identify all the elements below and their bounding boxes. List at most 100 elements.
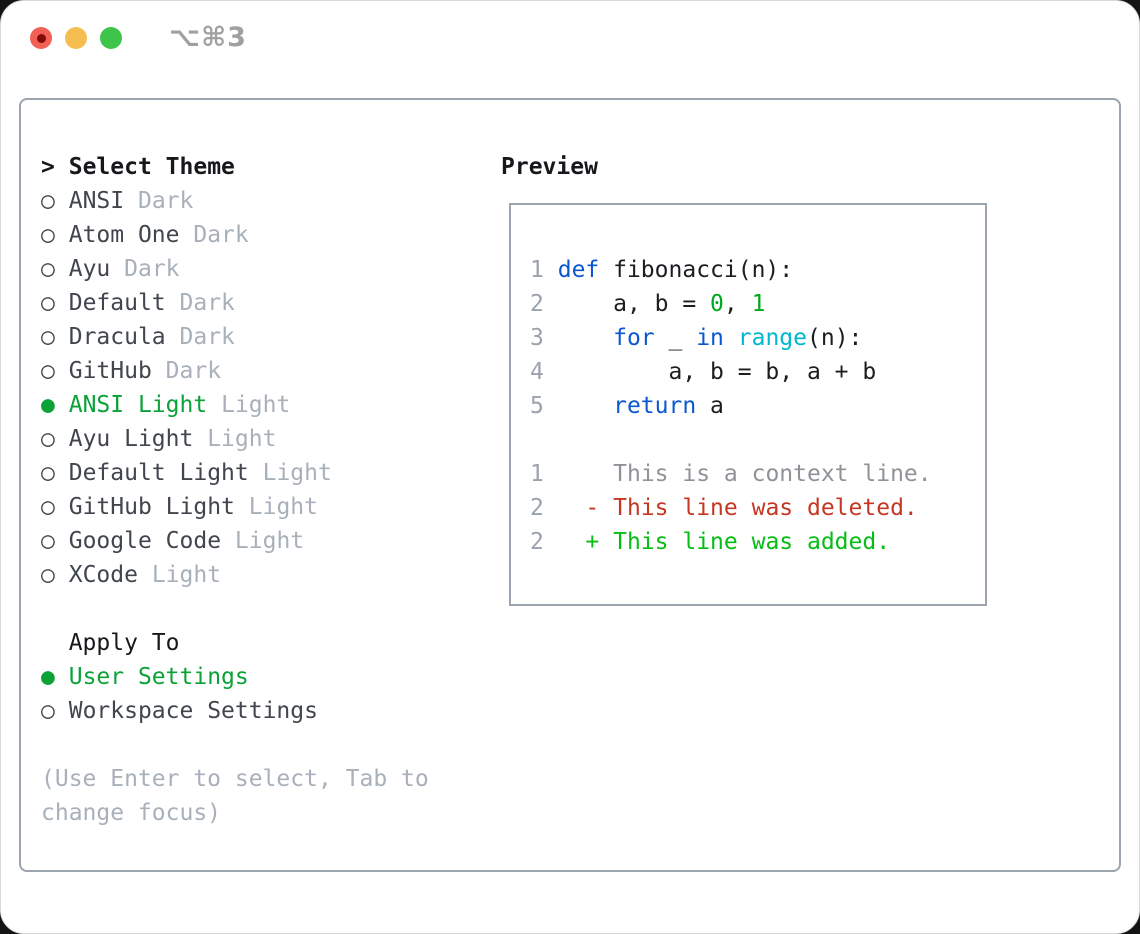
help-line-2: change focus) [41, 800, 222, 826]
line-number: 2 [530, 291, 544, 317]
theme-variant-tag: Dark [124, 256, 180, 282]
titlebar: ⌥⌘3 [1, 1, 1139, 98]
apply-to-header-label: Apply To [68, 630, 180, 656]
apply-option-user-settings[interactable]: ● User Settings [41, 660, 491, 694]
radio-unselected-icon: ○ [41, 256, 55, 282]
token-keyword: return [613, 393, 697, 419]
code-text: a, b = b, a + b [557, 359, 877, 385]
theme-name: Ayu Light [68, 426, 194, 452]
radio-unselected-icon: ○ [41, 562, 55, 588]
help-text: (Use Enter to select, Tab to change focu… [41, 762, 491, 830]
diff-marker-icon [585, 461, 599, 487]
theme-option-ayu-light[interactable]: ○ Ayu Light Light [41, 422, 491, 456]
theme-name: Ayu [68, 256, 111, 282]
cursor-icon: > [41, 154, 55, 180]
theme-variant-tag: Dark [193, 222, 249, 248]
line-number: 2 [530, 529, 544, 555]
line-number: 5 [530, 393, 544, 419]
close-dot-icon [36, 33, 46, 43]
theme-variant-tag: Light [221, 392, 291, 418]
token-plain: a, b = [557, 291, 711, 317]
token-number: 0 [710, 291, 724, 317]
radio-unselected-icon: ○ [41, 324, 55, 350]
line-number: 1 [530, 461, 544, 487]
diff-marker-icon: + [585, 529, 600, 555]
token-keyword: for [613, 325, 655, 351]
minimize-button[interactable] [65, 27, 87, 49]
diff-line-deleted: 2 - This line was deleted. [530, 491, 985, 525]
theme-name: Default Light [68, 460, 249, 486]
theme-name: ANSI [68, 188, 125, 214]
window-title: ⌥⌘3 [169, 22, 247, 53]
code-line-5: 5 return a [530, 389, 985, 423]
theme-option-github[interactable]: ○ GitHub Dark [41, 354, 491, 388]
radio-unselected-icon: ○ [41, 358, 55, 384]
theme-variant-tag: Dark [165, 358, 222, 384]
theme-variant-tag: Light [151, 562, 222, 588]
line-number: 2 [530, 495, 544, 521]
code-text: def fibonacci(n): [558, 257, 793, 283]
theme-variant-tag: Dark [179, 324, 235, 350]
theme-variant-tag: Dark [137, 188, 194, 214]
theme-list: ○ ANSI Dark○ Atom One Dark○ Ayu Dark○ De… [41, 184, 491, 592]
token-plain: a [696, 393, 724, 419]
radio-unselected-icon: ○ [41, 460, 55, 486]
apply-option-name: User Settings [68, 664, 249, 690]
radio-selected-icon: ● [41, 392, 55, 418]
theme-option-default-light[interactable]: ○ Default Light Light [41, 456, 491, 490]
spacer [41, 728, 491, 762]
theme-option-xcode[interactable]: ○ XCode Light [41, 558, 491, 592]
radio-unselected-icon: ○ [41, 528, 55, 554]
radio-selected-icon: ● [41, 664, 55, 690]
theme-picker-panel: > Select Theme ○ ANSI Dark○ Atom One Dar… [19, 98, 1121, 872]
theme-variant-tag: Light [248, 494, 318, 520]
theme-name: Atom One [68, 222, 180, 248]
close-button[interactable] [30, 27, 52, 49]
token-plain: fibonacci(n): [599, 257, 794, 283]
theme-option-dracula[interactable]: ○ Dracula Dark [41, 320, 491, 354]
select-theme-header-label: Select Theme [68, 154, 235, 180]
theme-picker-left-column: > Select Theme ○ ANSI Dark○ Atom One Dar… [41, 150, 491, 830]
theme-name: Google Code [68, 528, 222, 554]
radio-unselected-icon: ○ [41, 222, 55, 248]
theme-name: XCode [68, 562, 138, 588]
theme-option-ayu[interactable]: ○ Ayu Dark [41, 252, 491, 286]
theme-name: GitHub [68, 358, 152, 384]
theme-name: Dracula [68, 324, 166, 350]
code-text: for _ in range(n): [558, 325, 863, 351]
theme-option-google-code[interactable]: ○ Google Code Light [41, 524, 491, 558]
select-theme-header: > Select Theme [41, 150, 491, 184]
help-line-1: (Use Enter to select, Tab to [41, 766, 429, 792]
radio-unselected-icon: ○ [41, 426, 55, 452]
theme-name: Default [68, 290, 166, 316]
theme-option-ansi-light[interactable]: ● ANSI Light Light [41, 388, 491, 422]
theme-variant-tag: Light [262, 460, 332, 486]
apply-option-name: Workspace Settings [68, 698, 318, 724]
theme-option-atom-one[interactable]: ○ Atom One Dark [41, 218, 491, 252]
diff-line-context: 1 This is a context line. [530, 457, 985, 491]
token-plain: (n): [807, 325, 863, 351]
spacer [41, 592, 491, 626]
theme-variant-tag: Light [234, 528, 305, 554]
code-text: return a [558, 393, 724, 419]
line-number: 1 [530, 257, 544, 283]
token-plain: a, b = b, a + b [557, 359, 877, 385]
token-keyword: def [557, 257, 600, 283]
theme-variant-tag: Dark [179, 290, 235, 316]
theme-option-default[interactable]: ○ Default Dark [41, 286, 491, 320]
theme-name: ANSI Light [68, 392, 208, 418]
code-line-4: 4 a, b = b, a + b [530, 355, 985, 389]
token-plain [558, 393, 613, 419]
token-builtin: range [737, 325, 808, 351]
radio-unselected-icon: ○ [41, 698, 55, 724]
token-plain: , [723, 291, 752, 317]
radio-unselected-icon: ○ [41, 188, 55, 214]
apply-option-workspace-settings[interactable]: ○ Workspace Settings [41, 694, 491, 728]
theme-option-ansi[interactable]: ○ ANSI Dark [41, 184, 491, 218]
diff-line-added: 2 + This line was added. [530, 525, 985, 559]
zoom-button[interactable] [100, 27, 122, 49]
theme-option-github-light[interactable]: ○ GitHub Light Light [41, 490, 491, 524]
